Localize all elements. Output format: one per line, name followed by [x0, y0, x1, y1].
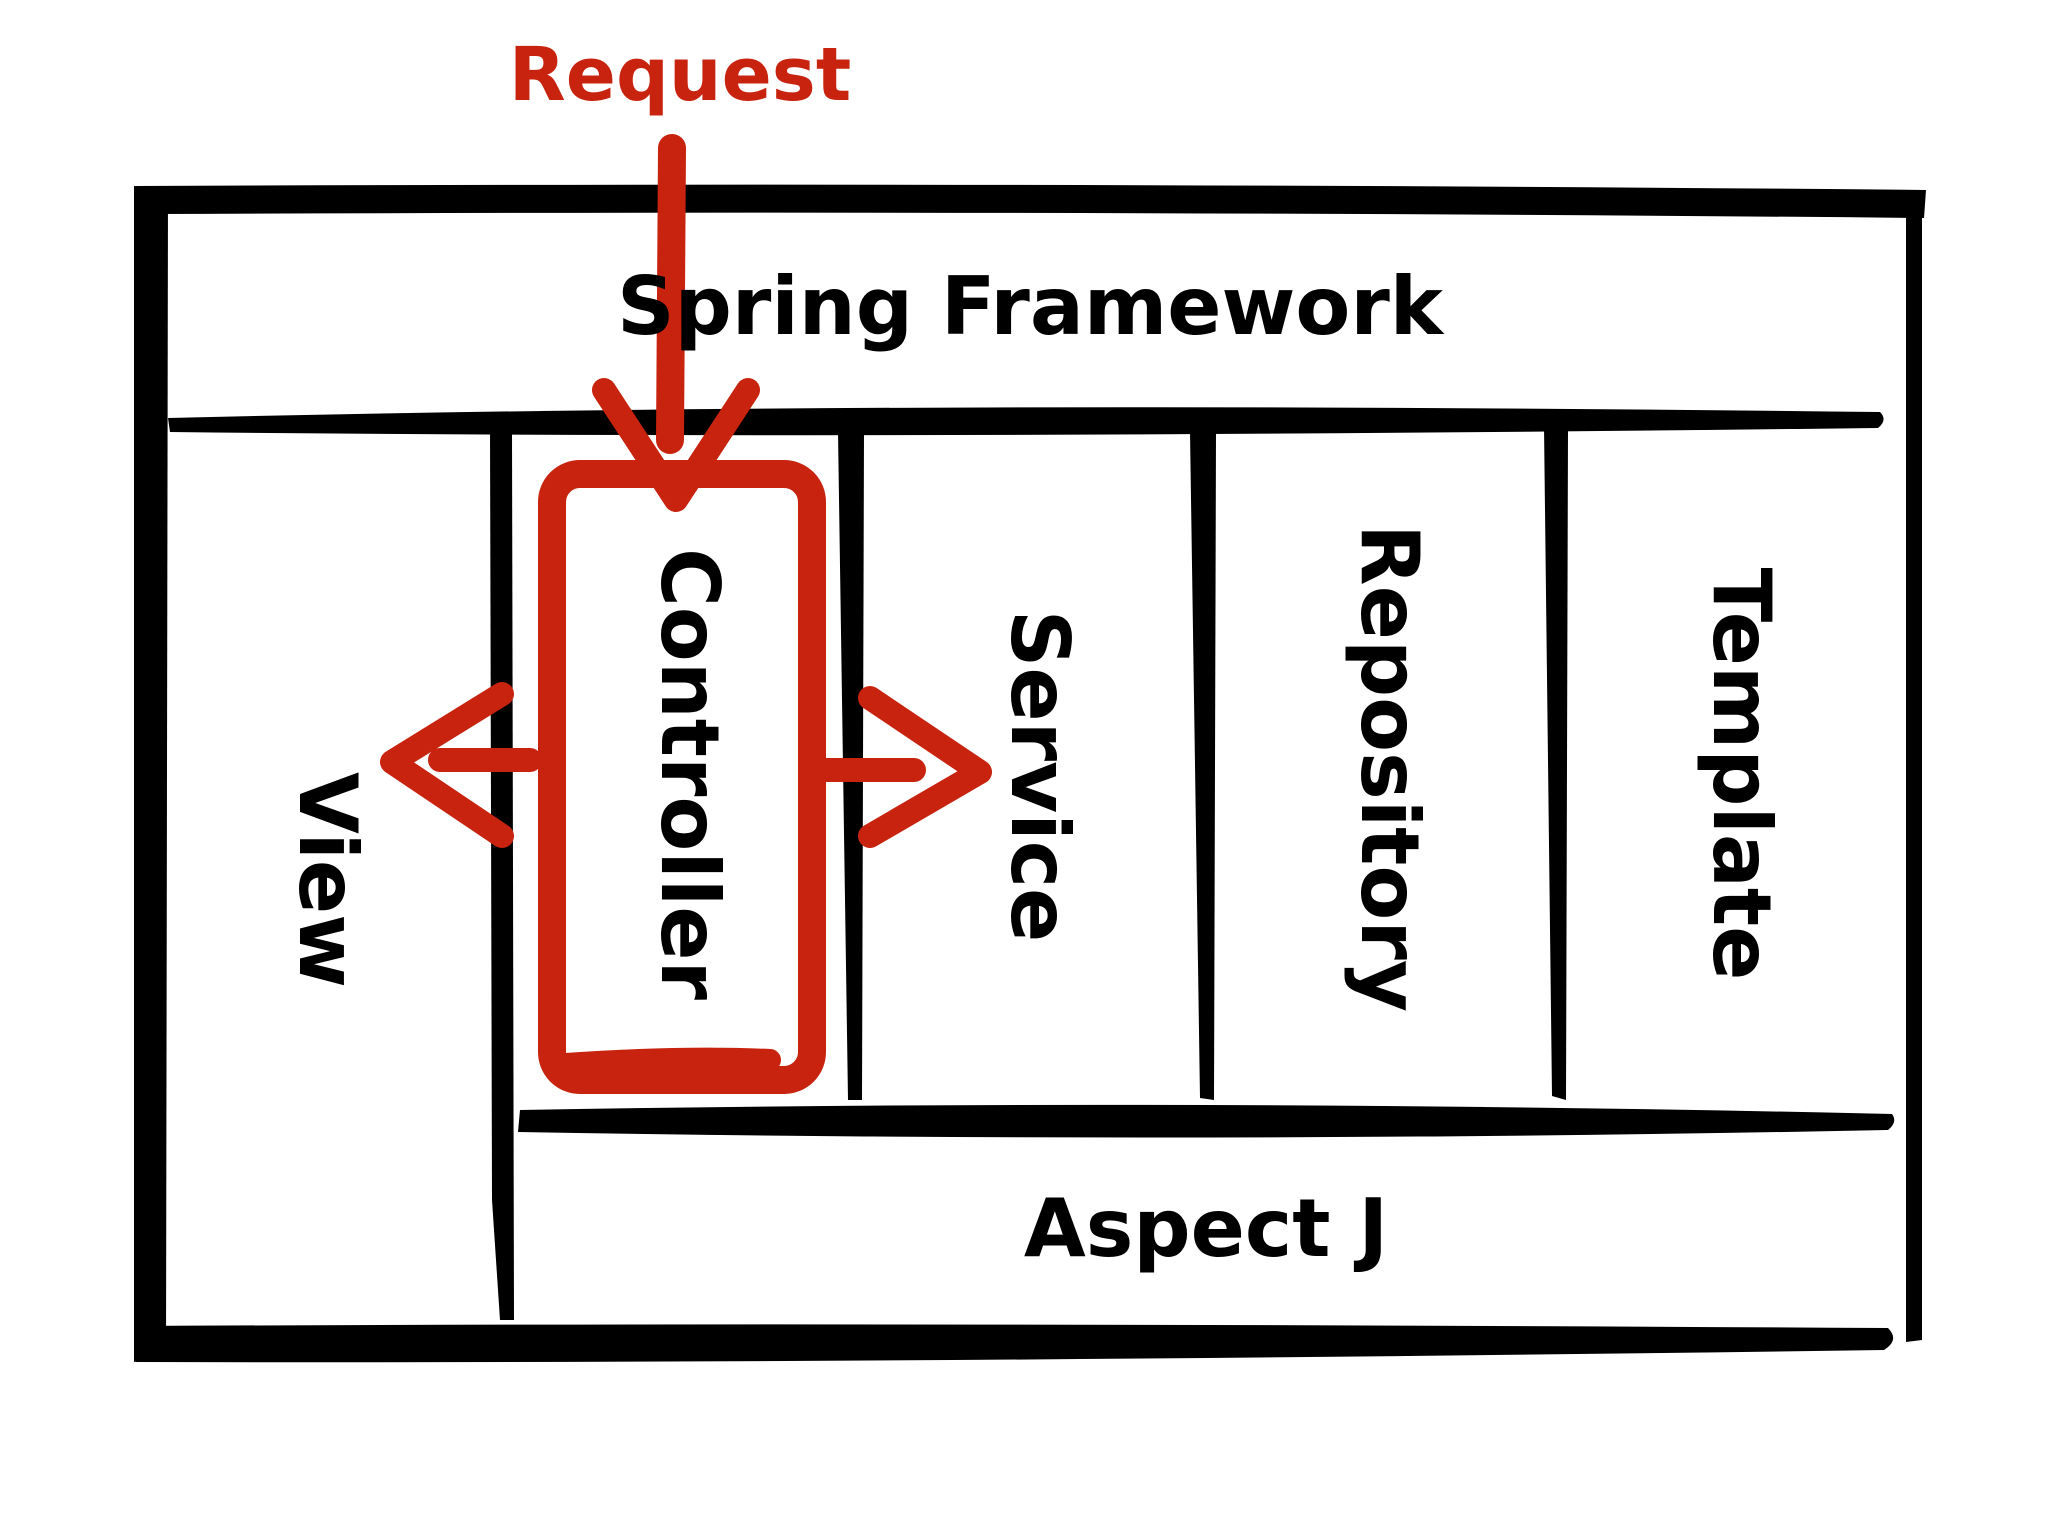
layer-label-controller: Controller	[643, 548, 736, 1000]
divider-view-controller	[490, 428, 514, 1320]
layer-label-repository: Repository	[1343, 524, 1436, 1012]
aspect-label: Aspect J	[1024, 1182, 1388, 1275]
framework-divider	[168, 407, 1884, 436]
divider-service-repository	[1190, 432, 1216, 1100]
aspect-divider	[518, 1104, 1895, 1138]
request-label: Request	[509, 32, 851, 118]
arrow-to-service	[812, 686, 992, 848]
layer-label-service: Service	[993, 610, 1086, 943]
framework-label: Spring Framework	[617, 260, 1445, 353]
layer-label-template: Template	[1695, 568, 1788, 981]
outer-frame	[134, 184, 1926, 1363]
layer-label-view: View	[281, 772, 374, 988]
divider-repository-template	[1544, 426, 1568, 1100]
request-arrow	[592, 134, 760, 512]
arrow-to-view	[380, 682, 542, 848]
